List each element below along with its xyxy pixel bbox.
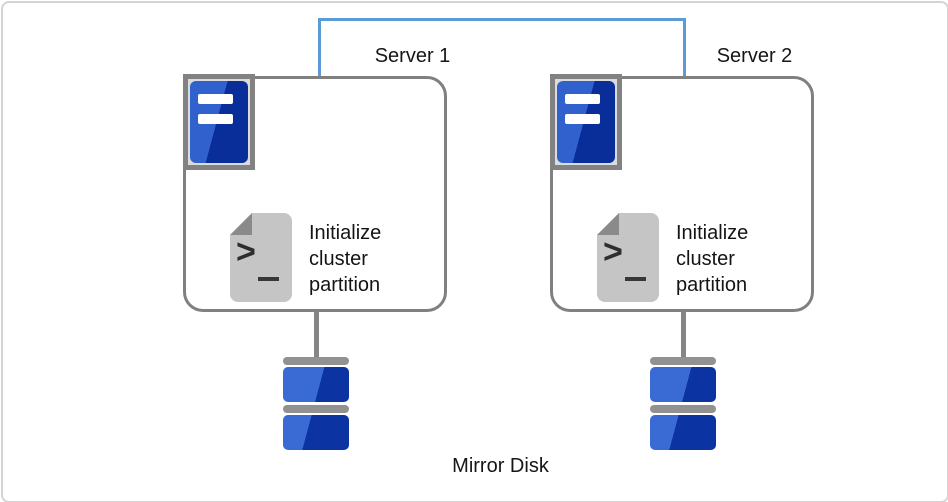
script-icon: > [230, 213, 292, 302]
terminal-cursor-icon [258, 277, 279, 281]
server-1-box: > Initialize cluster partition [183, 74, 447, 312]
server-2-group: > Initialize cluster partition [550, 0, 816, 502]
server-2-disk-connector [681, 311, 686, 358]
disk-platter [283, 367, 349, 402]
server-1-group: > Initialize cluster partition Mirror Di… [183, 0, 549, 502]
server-icon [183, 74, 255, 170]
terminal-prompt-icon: > [603, 233, 623, 271]
terminal-prompt-icon: > [236, 233, 256, 271]
disk-platter [650, 367, 716, 402]
server-slot-bar [198, 94, 233, 104]
server-1-label: Server 1 [374, 45, 451, 67]
terminal-cursor-icon [625, 277, 646, 281]
server-tower-icon [190, 81, 248, 163]
server-slot-bar [565, 114, 600, 124]
disk-cap [283, 405, 349, 413]
script-icon: > [597, 213, 659, 302]
server-slot-bar [198, 114, 233, 124]
disk-stack-icon [650, 357, 716, 450]
disk-cap [650, 405, 716, 413]
server-2-box: > Initialize cluster partition [550, 74, 814, 312]
mirror-disk-label: Mirror Disk [452, 455, 549, 477]
disk-cap [650, 357, 716, 365]
server-1-task-text: Initialize cluster partition [309, 222, 382, 296]
disk-cap [283, 357, 349, 365]
mirror-disk-icon [283, 357, 349, 450]
server-slot-bar [565, 94, 600, 104]
server-icon [550, 74, 622, 170]
server-1-disk-connector [314, 311, 319, 358]
server-2-task-text: Initialize cluster partition [676, 222, 749, 296]
server-2-label: Server 2 [716, 45, 793, 67]
server-tower-icon [557, 81, 615, 163]
disk-platter [650, 415, 716, 450]
interconnect-line [318, 18, 686, 76]
disk-platter [283, 415, 349, 450]
